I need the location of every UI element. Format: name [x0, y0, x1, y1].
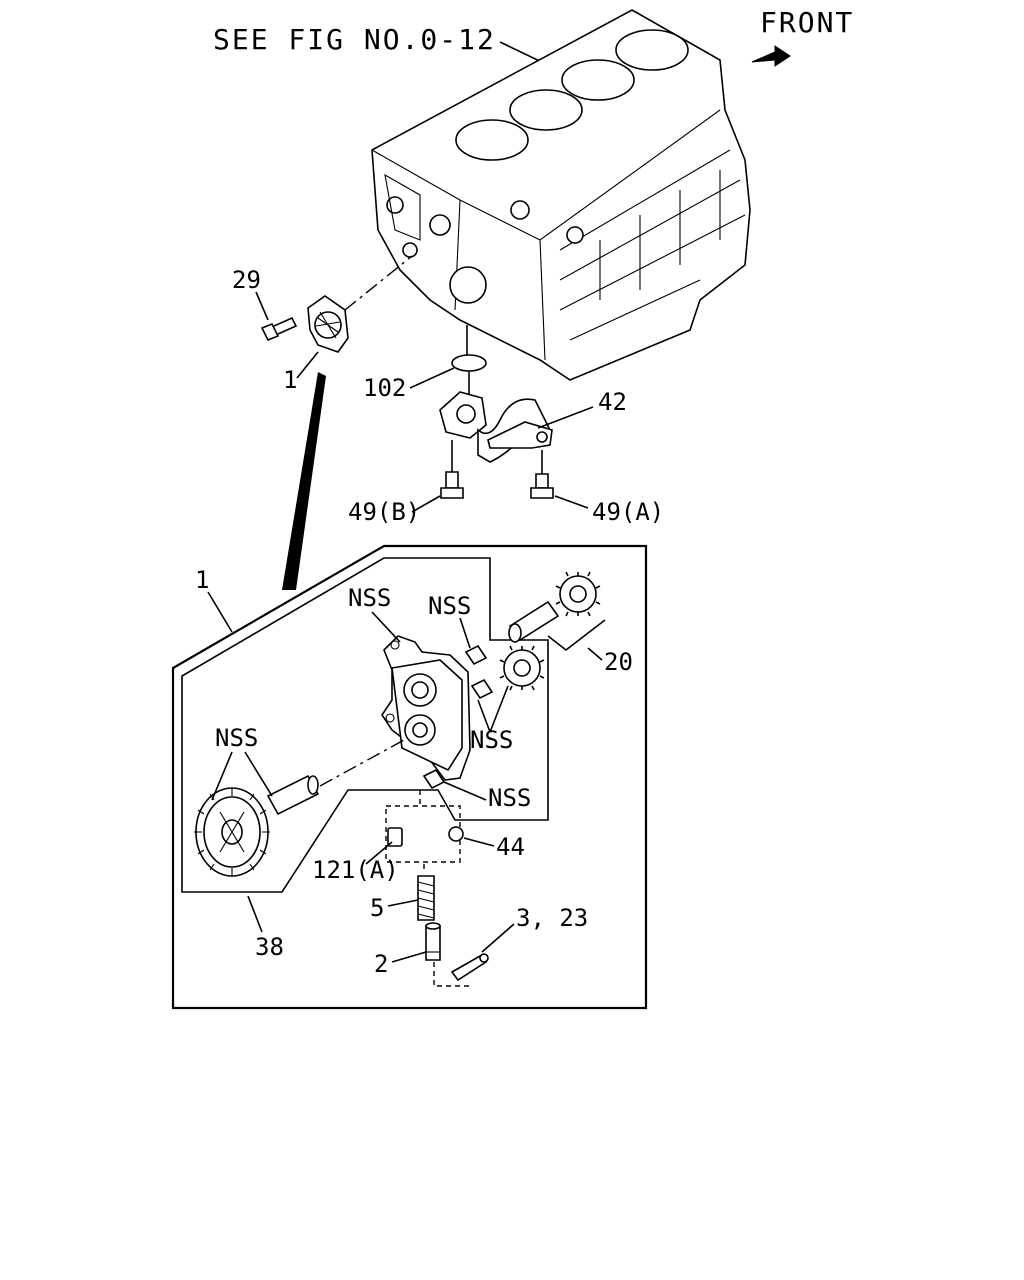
- o-ring-102: [451, 354, 487, 372]
- oil-pump-housing: [381, 635, 471, 781]
- plunger-2-icon: [425, 922, 441, 961]
- drive-shaft-20: [508, 600, 560, 643]
- large-gear-38-icon: [194, 787, 270, 877]
- relief-valve-group: [385, 805, 461, 863]
- callout-49b: 49(B): [348, 498, 420, 526]
- bolt-29-icon: [260, 316, 298, 342]
- callout-3-23: 3, 23: [516, 904, 588, 932]
- front-arrow-icon: [751, 45, 791, 67]
- ball-44-icon: [448, 826, 464, 842]
- callout-1-top: 1: [283, 366, 297, 394]
- callout-20: 20: [604, 648, 633, 676]
- pin-middle-icon: [470, 678, 494, 700]
- drive-gear-20-icon: [555, 571, 601, 617]
- callout-nss-a: NSS: [348, 584, 391, 612]
- callout-nss-c: NSS: [470, 726, 513, 754]
- pin-upper-icon: [464, 644, 488, 666]
- detail-box: [171, 544, 648, 1010]
- callout-nss-e: NSS: [215, 724, 258, 752]
- front-label: FRONT: [760, 6, 854, 39]
- callout-5: 5: [370, 894, 384, 922]
- detail-pointer: [282, 372, 326, 590]
- callout-38: 38: [255, 933, 284, 961]
- see-fig-label: SEE FIG NO.0-12: [213, 23, 496, 56]
- callout-44: 44: [496, 833, 525, 861]
- callout-42: 42: [598, 388, 627, 416]
- callout-nss-b: NSS: [428, 592, 471, 620]
- callout-121a: 121(A): [312, 856, 399, 884]
- gear-shaft-icon: [266, 774, 320, 816]
- callout-102: 102: [363, 374, 406, 402]
- callout-49a: 49(A): [592, 498, 664, 526]
- oil-pump-cover-icon: [307, 295, 349, 353]
- oil-strainer-pipe-42: [439, 391, 553, 463]
- engine-block: [371, 9, 751, 381]
- bolt-49a-icon: [530, 473, 554, 499]
- callout-nss-d: NSS: [488, 784, 531, 812]
- cotter-pin-icon: [450, 953, 489, 982]
- driven-gear-icon: [499, 645, 545, 691]
- callout-2: 2: [374, 950, 388, 978]
- callout-1-box: 1: [195, 566, 209, 594]
- callout-29: 29: [232, 266, 261, 294]
- bolt-49b-icon: [440, 471, 464, 499]
- spring-5-icon: [417, 875, 435, 921]
